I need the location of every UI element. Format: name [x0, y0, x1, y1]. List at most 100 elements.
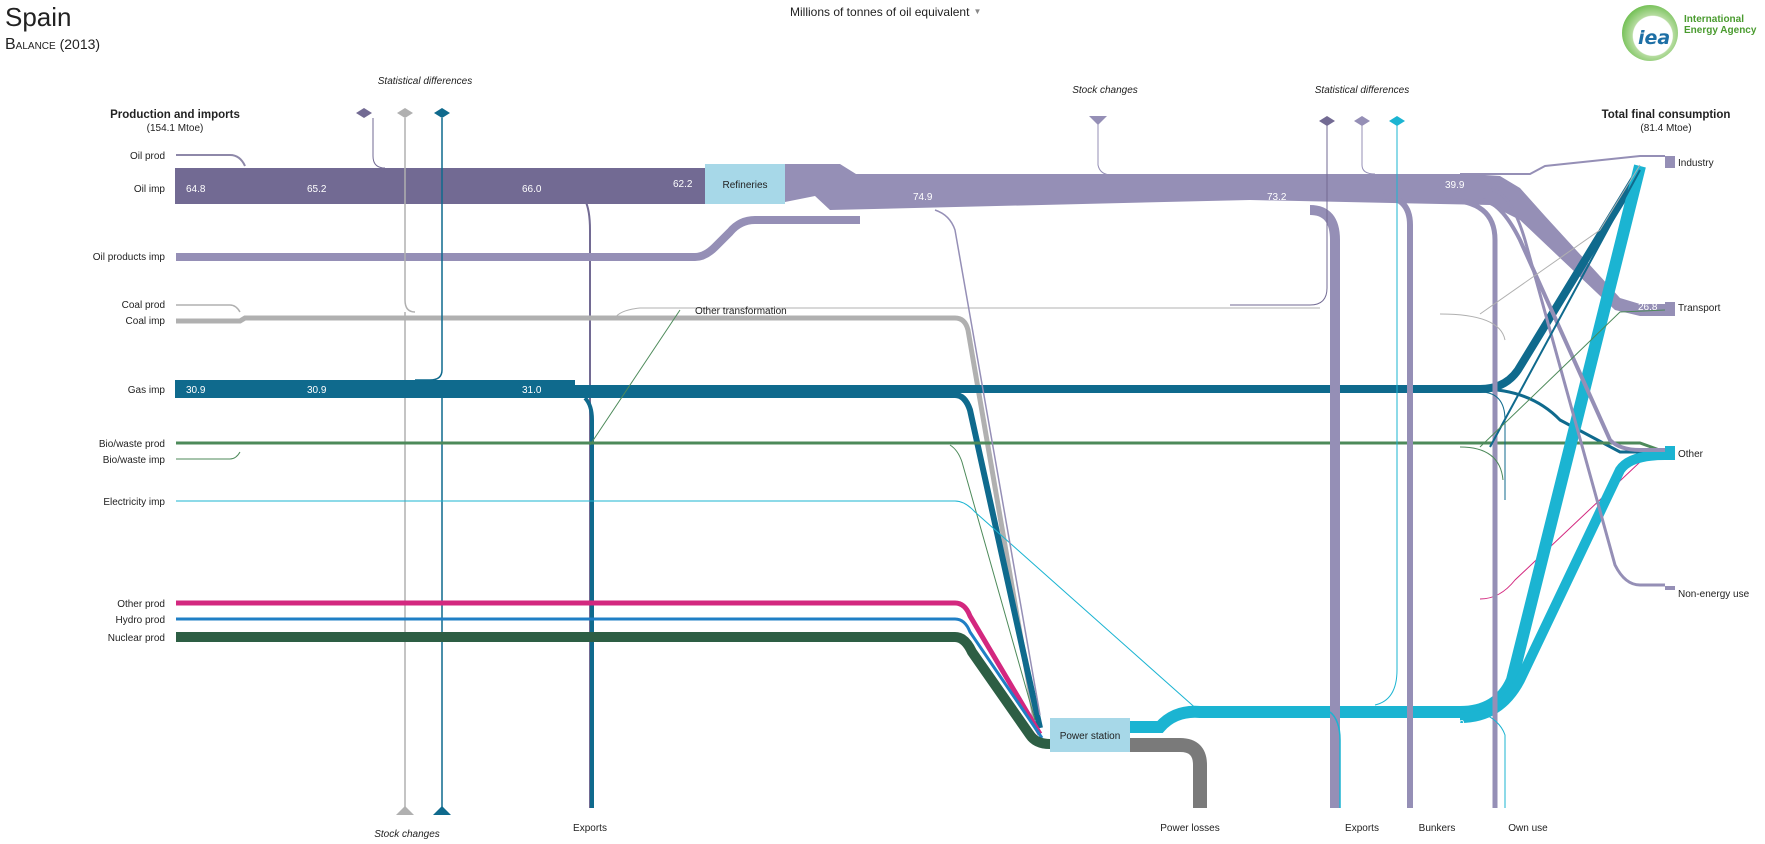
right-panel-total: (81.4 Mtoe)	[1640, 123, 1691, 134]
flow-value-gas-b: 30.9	[307, 385, 327, 396]
oil-products-stock-flow	[1097, 118, 1113, 176]
page-title: Spain	[5, 2, 72, 32]
flow-value-electricity-b: 20.0	[1445, 719, 1465, 730]
iea-logo-org: International Energy Agency	[1684, 14, 1757, 36]
source-label-oil-prod: Oil prod	[130, 151, 165, 162]
source-label-coal-prod: Coal prod	[122, 300, 165, 311]
refineries-node	[705, 164, 785, 204]
sink-bar-non-energy-use	[1665, 586, 1675, 590]
unit-dropdown[interactable]: Millions of tonnes of oil equivalent▼	[790, 5, 981, 19]
electricity-out-flow	[1130, 164, 1646, 733]
refineries-out-band	[785, 164, 1665, 316]
gas-exports-flow	[583, 396, 594, 808]
gas-power-flow	[575, 392, 1043, 729]
own-use-electricity-flow	[1479, 711, 1506, 808]
other-to-other-flow	[1479, 461, 1641, 600]
hydro-prod-flow	[176, 617, 1044, 739]
stat-diff-left-label: Statistical differences	[378, 76, 473, 87]
stat-diff-left-marker-gas	[434, 108, 450, 118]
oil-products-industry-flow	[1460, 155, 1665, 175]
oil-band	[175, 168, 705, 204]
stock-changes-top-marker	[1089, 116, 1107, 125]
oil-products-other-flow	[1479, 198, 1665, 452]
stat-diff-right-label: Statistical differences	[1315, 85, 1410, 96]
nuclear-prod-flow	[176, 632, 1051, 749]
source-label-oil-products-imp: Oil products imp	[93, 252, 166, 263]
sink-bar-other	[1665, 446, 1675, 460]
flow-value-products-a: 74.9	[913, 192, 933, 203]
right-panel-title: Total final consumption	[1602, 109, 1731, 121]
gas-band	[175, 380, 575, 398]
gas-stat-diff-flow	[415, 118, 443, 381]
refineries-label: Refineries	[722, 180, 767, 191]
unit-label: Millions of tonnes of oil equivalent	[790, 5, 970, 19]
other-prod-flow	[176, 600, 1043, 736]
source-label-biowaste-prod: Bio/waste prod	[99, 439, 165, 450]
iea-logo-mark: iea	[1638, 27, 1671, 49]
chevron-down-icon: ▼	[973, 7, 982, 16]
iea-logo-ring	[1622, 5, 1678, 61]
stat-diff-right-a-flow	[1230, 118, 1328, 306]
flow-value-products-b: 73.2	[1267, 192, 1287, 203]
flow-value-gas-a: 30.9	[186, 385, 206, 396]
oil-products-exports-flow	[1309, 205, 1340, 808]
stock-changes-bottom-marker-coal	[396, 806, 414, 815]
electricity-exports-flow	[1329, 711, 1341, 808]
coal-stock-flow	[404, 118, 416, 313]
flow-value-transport: 26.8	[1638, 302, 1658, 313]
biowaste-power-flow	[949, 444, 1036, 721]
biowaste-imp-flow	[176, 451, 241, 460]
left-panel-title: Production and imports	[110, 109, 240, 121]
source-label-other-prod: Other prod	[117, 599, 165, 610]
coal-other-trans-flow	[614, 307, 1320, 319]
coal-flow	[176, 315, 1038, 721]
source-label-electricity-imp: Electricity imp	[103, 497, 165, 508]
oil-products-own-use-flow	[1444, 197, 1498, 808]
flow-value-electricity-a: 24.9	[1267, 719, 1287, 730]
iea-logo: iea International Energy Agency	[1622, 5, 1762, 63]
stock-changes-top-label: Stock changes	[1072, 85, 1138, 96]
stat-diff-left-marker-oil	[356, 108, 372, 118]
source-label-nuclear-prod: Nuclear prod	[108, 633, 165, 644]
power-losses-flow	[1130, 738, 1207, 808]
coal-industry-flow	[1479, 164, 1641, 315]
stock-changes-bottom-marker-gas	[433, 806, 451, 815]
flow-value-oil-d: 62.2	[673, 179, 693, 190]
stat-diff-right-marker-oil	[1319, 116, 1335, 126]
power-station-label: Power station	[1060, 731, 1121, 742]
sink-bar-industry	[1665, 156, 1675, 168]
stock-changes-bottom-label: Stock changes	[374, 829, 440, 840]
sink-label-industry: Industry	[1678, 158, 1714, 169]
biowaste-prod-flow	[176, 441, 1666, 454]
bottom-label-bunkers: Bunkers	[1419, 823, 1456, 834]
oil-exports-flow	[584, 199, 591, 808]
page-subtitle: Balance (2013)	[5, 36, 100, 54]
source-label-coal-imp: Coal imp	[126, 316, 166, 327]
sink-label-transport: Transport	[1678, 303, 1721, 314]
oil-products-power-flow	[934, 209, 1041, 716]
stat-diff-right-c-flow	[1374, 118, 1398, 706]
bottom-label-exports-right: Exports	[1345, 823, 1379, 834]
source-label-gas-imp: Gas imp	[128, 385, 166, 396]
electricity-other-flow	[1459, 450, 1666, 723]
coal-prod-flow	[176, 304, 241, 313]
biowaste-other-trans-flow	[589, 309, 681, 446]
oil-products-imp-flow	[176, 216, 860, 261]
sink-bar-transport	[1665, 302, 1675, 316]
subtitle-word: alance	[15, 36, 56, 52]
subtitle-initial: B	[5, 36, 16, 53]
power-station-node	[1050, 718, 1130, 752]
bottom-label-exports-left: Exports	[573, 823, 607, 834]
left-panel-total: (154.1 Mtoe)	[147, 123, 204, 134]
flow-value-oil-b: 65.2	[307, 184, 327, 195]
gas-industry-flow	[1489, 169, 1641, 448]
oil-stat-diff-flow	[372, 118, 386, 169]
bottom-label-power-losses: Power losses	[1160, 823, 1219, 834]
stat-diff-right-marker-electricity	[1389, 116, 1405, 126]
electricity-imp-flow	[176, 500, 1201, 713]
bottom-label-own-use: Own use	[1508, 823, 1548, 834]
source-label-hydro-prod: Hydro prod	[116, 615, 165, 626]
oil-prod-flow	[176, 154, 246, 167]
source-label-oil-imp: Oil imp	[134, 184, 166, 195]
